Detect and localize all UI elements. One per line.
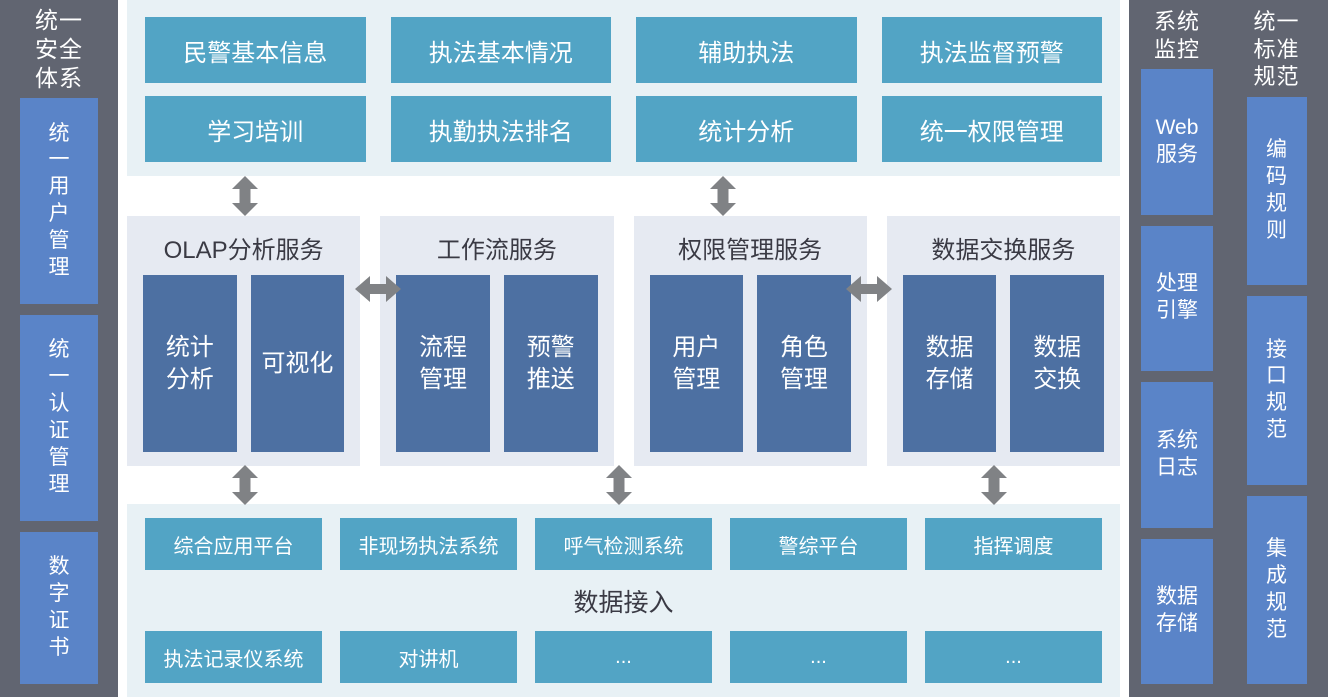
service-panel-data-exchange-title: 数据交换服务 <box>931 237 1076 264</box>
monitor-item-system-log[interactable]: 系统 日志 <box>1141 382 1213 528</box>
data-box-walkie-talkie[interactable]: 对讲机 <box>340 631 517 683</box>
service-box-process-management[interactable]: 流程 管理 <box>396 275 490 452</box>
application-row-1: 民警基本信息 执法基本情况 辅助执法 执法监督预警 <box>145 17 1102 83</box>
data-source-row-1: 综合应用平台 非现场执法系统 呼气检测系统 警综平台 指挥调度 <box>145 518 1102 570</box>
monitor-column: 系统 监控 Web 服务 处理 引擎 系统 日志 数据 存储 <box>1129 0 1225 697</box>
vertical-double-arrow-icon <box>710 176 736 216</box>
standard-item-integration-spec[interactable]: 集 成 规 范 <box>1246 495 1307 684</box>
service-panel-olap-items: 统计 分析 可视化 <box>143 275 345 452</box>
service-panel-permission-items: 用户 管理 角色 管理 <box>649 275 851 452</box>
app-box-duty-enforcement-ranking[interactable]: 执勤执法排名 <box>390 96 611 162</box>
app-box-enforcement-supervision-alert[interactable]: 执法监督预警 <box>881 17 1102 83</box>
service-panel-permission[interactable]: 权限管理服务 用户 管理 角色 管理 <box>633 216 867 466</box>
data-box-breath-test-system[interactable]: 呼气检测系统 <box>535 518 712 570</box>
service-panel-olap-title: OLAP分析服务 <box>163 237 324 264</box>
monitor-item-web-service[interactable]: Web 服务 <box>1141 69 1213 215</box>
standard-item-interface-spec[interactable]: 接 口 规 范 <box>1246 296 1307 485</box>
app-box-assisted-enforcement[interactable]: 辅助执法 <box>636 17 857 83</box>
service-box-data-storage[interactable]: 数据 存储 <box>902 275 997 452</box>
application-row-2: 学习培训 执勤执法排名 统计分析 统一权限管理 <box>145 96 1102 162</box>
service-box-alert-push[interactable]: 预警 推送 <box>503 275 598 452</box>
standard-column: 统一 标准 规范 编 码 规 则 接 口 规 范 集 成 规 范 <box>1225 0 1328 697</box>
service-box-statistical-analysis[interactable]: 统计 分析 <box>143 275 237 452</box>
app-box-enforcement-basics[interactable]: 执法基本情况 <box>390 17 611 83</box>
service-panel-workflow-title: 工作流服务 <box>436 237 557 264</box>
arrow-band-upper <box>127 176 1120 216</box>
monitor-item-processing-engine[interactable]: 处理 引擎 <box>1141 225 1213 371</box>
service-box-visualization[interactable]: 可视化 <box>250 275 345 452</box>
data-box-integrated-app-platform[interactable]: 综合应用平台 <box>145 518 322 570</box>
horizontal-double-arrow-icon <box>846 276 892 302</box>
data-box-police-integrated-platform[interactable]: 警综平台 <box>730 518 907 570</box>
sidebar-item-digital-certificate[interactable]: 数 字 证 书 <box>20 531 98 684</box>
vertical-double-arrow-icon <box>606 465 632 505</box>
monitor-column-title: 系统 监控 <box>1153 9 1200 62</box>
service-box-data-exchange[interactable]: 数据 交换 <box>1010 275 1104 452</box>
standard-column-box-list: 编 码 规 则 接 口 规 范 集 成 规 范 <box>1225 96 1328 697</box>
arrow-band-lower <box>127 465 1120 505</box>
standard-item-coding-rules[interactable]: 编 码 规 则 <box>1246 96 1307 285</box>
app-box-statistical-analysis[interactable]: 统计分析 <box>636 96 857 162</box>
service-panel-data-exchange[interactable]: 数据交换服务 数据 存储 数据 交换 <box>886 216 1120 466</box>
application-layer: 民警基本信息 执法基本情况 辅助执法 执法监督预警 学习培训 执勤执法排名 统计… <box>127 0 1120 176</box>
data-box-more-3[interactable]: ... <box>925 631 1102 683</box>
service-panel-permission-title: 权限管理服务 <box>678 237 823 264</box>
service-layer: OLAP分析服务 统计 分析 可视化 工作流服务 流程 管理 预警 推送 权限管… <box>127 216 1120 466</box>
service-panel-olap[interactable]: OLAP分析服务 统计 分析 可视化 <box>127 216 361 466</box>
left-column-box-list: 统 一 用 户 管 理 统 一 认 证 管 理 数 字 证 书 <box>0 98 118 697</box>
service-box-user-management[interactable]: 用户 管理 <box>649 275 744 452</box>
horizontal-double-arrow-icon <box>355 276 401 302</box>
monitor-column-box-list: Web 服务 处理 引擎 系统 日志 数据 存储 <box>1129 69 1225 697</box>
data-access-label: 数据接入 <box>573 588 674 617</box>
service-panel-workflow-items: 流程 管理 预警 推送 <box>396 275 598 452</box>
service-box-role-management[interactable]: 角色 管理 <box>757 275 851 452</box>
app-box-unified-permission-management[interactable]: 统一权限管理 <box>881 96 1102 162</box>
app-box-police-basic-info[interactable]: 民警基本信息 <box>145 17 366 83</box>
app-box-study-training[interactable]: 学习培训 <box>145 96 366 162</box>
center-stack: 民警基本信息 执法基本情况 辅助执法 执法监督预警 学习培训 执勤执法排名 统计… <box>118 0 1129 697</box>
data-box-more-1[interactable]: ... <box>535 631 712 683</box>
sidebar-item-unified-auth-management[interactable]: 统 一 认 证 管 理 <box>20 315 98 521</box>
sidebar-item-unified-user-management[interactable]: 统 一 用 户 管 理 <box>20 98 98 305</box>
vertical-double-arrow-icon <box>232 176 258 216</box>
standard-column-title: 统一 标准 规范 <box>1253 9 1300 89</box>
data-box-command-dispatch[interactable]: 指挥调度 <box>925 518 1102 570</box>
data-box-offsite-enforcement-system[interactable]: 非现场执法系统 <box>340 518 517 570</box>
left-security-column: 统一 安全 体系 统 一 用 户 管 理 统 一 认 证 管 理 数 字 证 书 <box>0 0 118 697</box>
data-box-more-2[interactable]: ... <box>730 631 907 683</box>
data-source-row-2: 执法记录仪系统 对讲机 ... ... ... <box>145 631 1102 683</box>
data-box-law-enforcement-recorder-system[interactable]: 执法记录仪系统 <box>145 631 322 683</box>
data-access-layer: 综合应用平台 非现场执法系统 呼气检测系统 警综平台 指挥调度 数据接入 执法记… <box>127 504 1120 697</box>
left-column-title: 统一 安全 体系 <box>35 7 83 91</box>
vertical-double-arrow-icon <box>232 465 258 505</box>
service-panel-data-exchange-items: 数据 存储 数据 交换 <box>902 275 1104 452</box>
monitor-item-data-storage[interactable]: 数据 存储 <box>1141 538 1213 684</box>
service-panel-workflow[interactable]: 工作流服务 流程 管理 预警 推送 <box>380 216 614 466</box>
vertical-double-arrow-icon <box>981 465 1007 505</box>
